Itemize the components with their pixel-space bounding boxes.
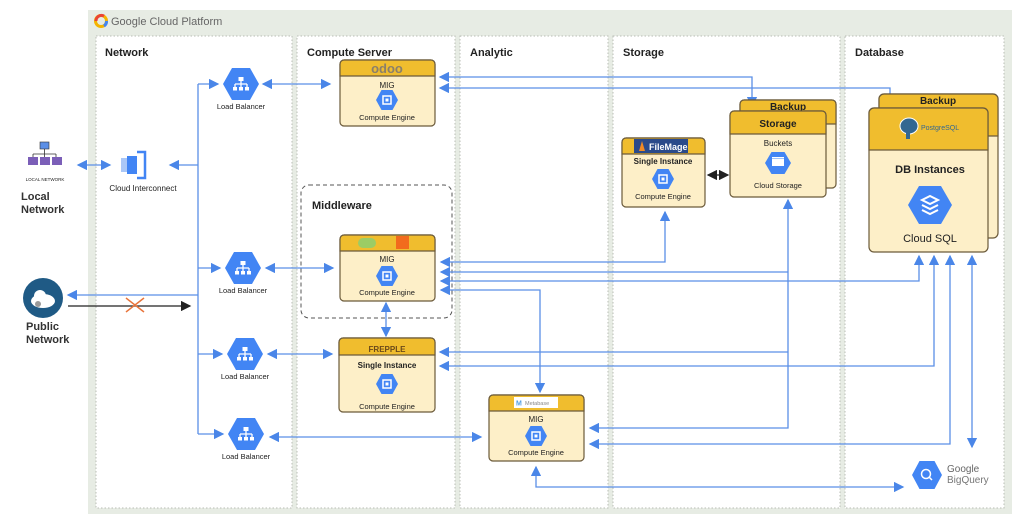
backup-label: Backup: [920, 96, 956, 107]
cloud-storage-icon: [765, 152, 791, 174]
column-label-network: Network: [105, 47, 149, 59]
local-network-icon-label: LOCAL NETWORK: [26, 177, 65, 182]
public-network-icon: [23, 278, 63, 318]
local-network-label-line2: Network: [21, 204, 65, 216]
cloud-interconnect-icon: [121, 150, 147, 180]
blocked-x-icon: [125, 297, 145, 313]
compute-engine-label: Compute Engine: [635, 192, 691, 201]
storage-title: Storage: [759, 119, 797, 130]
column-label-analytic: Analytic: [470, 47, 513, 59]
odoo-mig-box[interactable]: odoo MIG Compute Engine: [339, 59, 436, 127]
platform-title: Google Cloud Platform: [111, 16, 222, 28]
column-label-storage: Storage: [623, 47, 664, 59]
mig-label: MIG: [379, 81, 394, 90]
cloud-sql-box[interactable]: PostgreSQL DB Instances Cloud SQL: [868, 107, 989, 253]
load-balancer-3-label: Load Balancer: [221, 372, 270, 381]
mig-label: MIG: [528, 415, 543, 424]
mig-label: MIG: [379, 255, 394, 264]
cloud-storage-label: Cloud Storage: [754, 181, 802, 190]
load-balancer-2-label: Load Balancer: [219, 286, 268, 295]
postgresql-logo: PostgreSQL: [921, 125, 959, 132]
middleware-logo-icon: [358, 238, 376, 248]
compute-engine-label: Compute Engine: [359, 402, 415, 411]
db-instances-label: DB Instances: [895, 164, 965, 176]
odoo-logo: odoo: [371, 61, 403, 76]
single-instance-label: Single Instance: [634, 157, 693, 166]
buckets-label: Buckets: [764, 139, 792, 148]
local-network-label-line1: Local: [21, 191, 50, 203]
load-balancer-1-label: Load Balancer: [217, 102, 266, 111]
bigquery-icon: [912, 461, 942, 489]
cloud-interconnect-label: Cloud Interconnect: [109, 184, 177, 193]
middleware-mig-box[interactable]: MIG Compute Engine: [339, 234, 436, 302]
frepple-logo: FREPPLE: [369, 345, 407, 354]
metabase-logo-bg: [514, 397, 558, 408]
public-network-label-line1: Public: [26, 321, 59, 333]
metabase-logo: Metabase: [525, 401, 549, 407]
compute-engine-label: Compute Engine: [508, 448, 564, 457]
postgresql-elephant-icon: [899, 117, 919, 139]
rabbitmq-logo-icon: [396, 236, 409, 249]
frepple-box[interactable]: FREPPLE Single Instance Compute Engine: [338, 337, 436, 413]
bigquery-label-line2: BigQuery: [947, 475, 989, 486]
compute-engine-label: Compute Engine: [359, 113, 415, 122]
local-network-icon: [28, 141, 62, 165]
cloud-sql-label: Cloud SQL: [903, 233, 957, 245]
bigquery-label-line1: Google: [947, 464, 980, 475]
column-label-compute-server: Compute Server: [307, 47, 393, 59]
cloud-storage-box[interactable]: Storage Buckets Cloud Storage: [729, 110, 827, 198]
column-label-database: Database: [855, 47, 904, 59]
cloud-sql-icon: [908, 186, 952, 224]
filemage-flame-icon: [639, 141, 645, 151]
public-network-label-line2: Network: [26, 334, 70, 346]
backup-label: Backup: [770, 102, 806, 113]
filemage-logo: FileMage: [649, 142, 688, 152]
gcp-logo-icon: [94, 13, 108, 28]
compute-engine-label: Compute Engine: [359, 288, 415, 297]
middleware-label: Middleware: [312, 200, 372, 212]
load-balancer-4-label: Load Balancer: [222, 452, 271, 461]
single-instance-label: Single Instance: [358, 361, 417, 370]
filemage-box[interactable]: FileMage Single Instance Compute Engine: [621, 137, 706, 208]
metabase-m-icon: M: [516, 401, 522, 408]
metabase-mig-box[interactable]: M Metabase MIG Compute Engine: [488, 394, 585, 462]
